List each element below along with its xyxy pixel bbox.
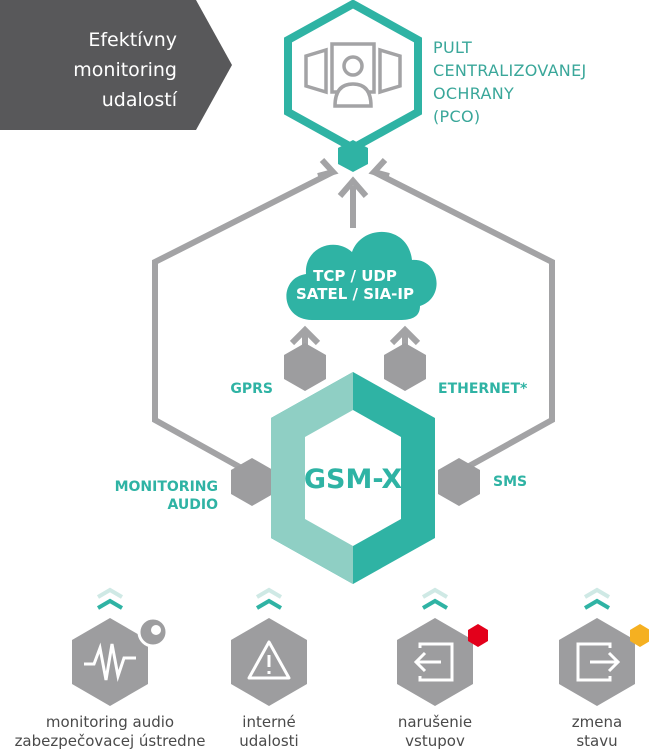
gprs-label: GPRS bbox=[230, 381, 273, 397]
chevron-up-icon bbox=[96, 587, 124, 599]
audio-waveform-icon bbox=[84, 642, 136, 682]
arrowhead-left bbox=[317, 157, 339, 179]
event-caption-2: stavu bbox=[576, 732, 617, 750]
gsm-x-inner-hex bbox=[305, 410, 401, 546]
pco-connector-hex bbox=[338, 140, 368, 172]
operator-icon bbox=[304, 42, 402, 108]
arrowhead-right bbox=[368, 157, 390, 179]
chevron-up-icon bbox=[255, 587, 283, 599]
sms-hex bbox=[438, 458, 480, 506]
exit-icon bbox=[576, 642, 612, 682]
event-internal: interné udalosti bbox=[231, 587, 307, 750]
pco-line-2: CENTRALIZOVANEJ bbox=[433, 61, 587, 80]
cloud-node: TCP / UDP SATEL / SIA-IP bbox=[286, 231, 437, 320]
connection-lines bbox=[152, 157, 555, 473]
banner: Efektívny monitoring udalostí bbox=[0, 0, 232, 130]
monitoring-audio-hex bbox=[231, 458, 273, 506]
event-audio-monitoring: monitoring audio zabezpečovacej ústredne bbox=[15, 587, 206, 750]
enter-arrow bbox=[413, 651, 441, 673]
exit-arrow bbox=[590, 651, 621, 673]
event-caption-1: narušenie bbox=[398, 713, 472, 731]
pco-line-3: OCHRANY bbox=[433, 84, 514, 103]
banner-line-2: monitoring bbox=[73, 59, 177, 81]
event-state-change: zmena stavu bbox=[559, 587, 649, 750]
event-caption-1: interné bbox=[242, 713, 295, 731]
chevron-up-icon bbox=[96, 598, 124, 610]
arrowhead-ethernet bbox=[389, 325, 421, 346]
gsm-x-node: GSM-X bbox=[271, 372, 435, 584]
sms-to-pco-line bbox=[372, 169, 555, 473]
event-zone-violation: narušenie vstupov bbox=[397, 587, 488, 750]
audio-to-pco-line bbox=[152, 169, 335, 473]
monitoring-audio-label-2: AUDIO bbox=[167, 497, 218, 513]
chevron-up-icon bbox=[255, 598, 283, 610]
chevron-up-icon bbox=[421, 598, 449, 610]
arrowhead-center bbox=[337, 176, 369, 198]
microphone-badge-dot bbox=[151, 625, 161, 635]
event-caption-1: monitoring audio bbox=[46, 713, 174, 731]
banner-line-1: Efektívny bbox=[88, 29, 177, 51]
gprs-hex bbox=[284, 343, 326, 391]
pco-line-4: (PCO) bbox=[433, 107, 480, 126]
event-caption-2: vstupov bbox=[405, 732, 465, 750]
pco-label: PULT CENTRALIZOVANEJ OCHRANY (PCO) bbox=[433, 38, 587, 126]
pco-line-1: PULT bbox=[433, 38, 472, 57]
pco-node bbox=[284, 0, 422, 172]
chevron-up-icon bbox=[421, 587, 449, 599]
channel-nodes bbox=[231, 343, 480, 506]
alert-badge-red bbox=[468, 624, 488, 647]
event-caption-2: udalosti bbox=[239, 732, 298, 750]
banner-shape bbox=[0, 0, 232, 130]
cloud-line-1: TCP / UDP bbox=[313, 267, 397, 285]
cloud-line-2: SATEL / SIA-IP bbox=[296, 285, 414, 303]
chevron-up-icon bbox=[583, 598, 611, 610]
events-row: monitoring audio zabezpečovacej ústredne… bbox=[15, 587, 649, 750]
arrowhead-gprs bbox=[289, 325, 321, 346]
chevron-up-icon bbox=[583, 587, 611, 599]
sms-label: SMS bbox=[493, 474, 527, 490]
ethernet-label: ETHERNET* bbox=[438, 381, 528, 397]
monitoring-audio-label-1: MONITORING bbox=[115, 479, 218, 495]
alert-badge-amber bbox=[630, 624, 649, 647]
event-caption-2: zabezpečovacej ústredne bbox=[15, 732, 206, 750]
gsm-x-label: GSM-X bbox=[304, 464, 402, 495]
event-caption-1: zmena bbox=[572, 713, 622, 731]
cloud-shape bbox=[286, 231, 437, 320]
banner-line-3: udalostí bbox=[102, 89, 178, 111]
ethernet-hex bbox=[384, 343, 426, 391]
warning-triangle-icon bbox=[247, 640, 291, 680]
enter-icon bbox=[418, 642, 454, 682]
